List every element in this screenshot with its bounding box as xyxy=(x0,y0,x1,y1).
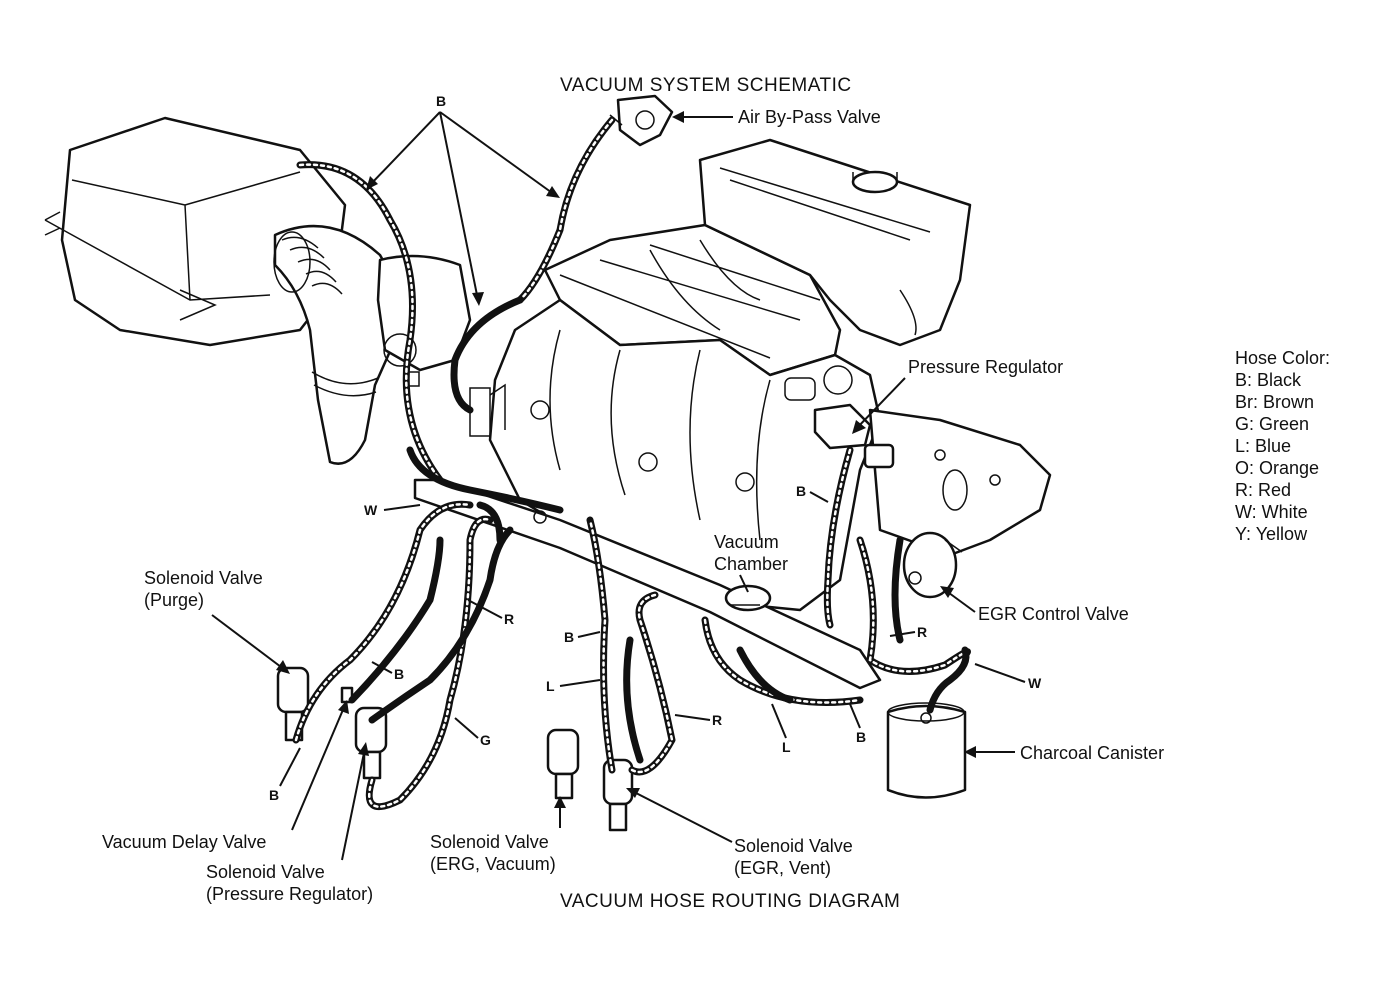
legend-item: G: Green xyxy=(1235,414,1309,434)
pressure-regulator-label: Pressure Regulator xyxy=(908,357,1063,377)
vacuum-chamber xyxy=(724,584,772,612)
vacuum-delay-valve-label: Vacuum Delay Valve xyxy=(102,832,266,852)
air-bypass-valve-label: Air By-Pass Valve xyxy=(738,107,881,127)
egr-control-valve-part xyxy=(902,531,963,599)
legend-item: R: Red xyxy=(1235,480,1291,500)
solenoid-pressure-label-line1: Solenoid Valve xyxy=(206,862,325,882)
egr-valve-body xyxy=(868,408,1052,557)
intake-plenum xyxy=(543,223,842,377)
egr-control-valve-label: EGR Control Valve xyxy=(978,604,1129,624)
hose-b-regulator-leader xyxy=(809,491,829,503)
air-bypass-arrow xyxy=(672,111,684,123)
hose-code-b-center: B xyxy=(564,629,574,645)
vacuum-hoses xyxy=(292,116,971,811)
schematic-title: VACUUM SYSTEM SCHEMATIC xyxy=(560,75,852,96)
vacuum-chamber-label-line1: Vacuum xyxy=(714,532,779,552)
hose-b-top-leader-3 xyxy=(439,111,556,196)
hose-code-l-center: L xyxy=(546,678,555,694)
hose-b-top-arrow-2 xyxy=(472,292,484,306)
hose-code-b-purge: B xyxy=(394,666,404,682)
hose-code-w-left: W xyxy=(364,502,378,518)
air-bypass-valve-part xyxy=(609,94,674,147)
hose-code-g-mid: G xyxy=(480,732,491,748)
hose-b-top-leader-2 xyxy=(439,111,479,301)
solenoid-egr-vent-arrow xyxy=(626,788,640,798)
solenoid-purge-part xyxy=(276,666,310,742)
solenoid-purge-leader xyxy=(211,614,286,671)
hose-code-l-right: L xyxy=(782,739,791,755)
solenoid-erg-label-line1: Solenoid Valve xyxy=(430,832,549,852)
pressure-regulator-leader xyxy=(854,377,906,431)
solenoid-pressure-label-line2: (Pressure Regulator) xyxy=(206,884,373,904)
hose-b-top-arrow-3 xyxy=(546,186,560,198)
solenoid-purge-label-line2: (Purge) xyxy=(144,590,204,610)
solenoid-erg-arrow xyxy=(554,796,566,808)
hose-w-left-leader xyxy=(383,504,421,511)
hose-g-mid-leader xyxy=(454,717,479,739)
hose-r-mid-leader xyxy=(467,599,503,619)
intake-duct xyxy=(273,224,407,465)
hose-b-purge-leader xyxy=(371,661,393,674)
pressure-regulator-arrow xyxy=(852,420,866,434)
solenoid-pressure-leader xyxy=(341,747,366,861)
legend-title: Hose Color: xyxy=(1235,348,1330,368)
legend-item: Br: Brown xyxy=(1235,392,1314,412)
hose-b-center-leader xyxy=(577,631,601,638)
hose-code-r-center: R xyxy=(712,712,722,728)
hose-code-b-lower-left: B xyxy=(269,787,279,803)
charcoal-canister-part xyxy=(886,702,967,799)
solenoid-egr-vent-label-line1: Solenoid Valve xyxy=(734,836,853,856)
hose-l-right-leader xyxy=(771,703,787,739)
vacuum-chamber-leader xyxy=(739,574,749,593)
hose-w-right-leader xyxy=(974,663,1026,683)
hose-code-b-regulator: B xyxy=(796,483,806,499)
hose-code-r-right: R xyxy=(917,624,927,640)
legend-item: O: Orange xyxy=(1235,458,1319,478)
legend-item: B: Black xyxy=(1235,370,1302,390)
legend-item: L: Blue xyxy=(1235,436,1291,456)
solenoid-erg-vacuum-part xyxy=(546,728,580,800)
hose-b-top-leader-1 xyxy=(369,111,441,186)
charcoal-canister-arrow xyxy=(964,746,976,758)
legend-item: W: White xyxy=(1235,502,1308,522)
hose-code-r-mid: R xyxy=(504,611,514,627)
hose-code-w-right: W xyxy=(1028,675,1042,691)
hose-b-right-leader xyxy=(849,703,861,729)
egr-control-arrow xyxy=(940,586,954,598)
vacuum-delay-leader xyxy=(291,704,346,831)
solenoid-egr-vent-part xyxy=(602,758,634,832)
routing-diagram-title: VACUUM HOSE ROUTING DIAGRAM xyxy=(560,891,900,912)
pressure-regulator-part xyxy=(813,403,895,469)
hose-color-legend: Hose Color: B: Black Br: Brown G: Green … xyxy=(1235,348,1330,544)
hose-code-b-right: B xyxy=(856,729,866,745)
solenoid-pressure-arrow xyxy=(358,742,369,756)
solenoid-purge-arrow xyxy=(276,660,290,674)
solenoid-egr-vent-leader xyxy=(629,789,733,843)
hose-l-center-leader xyxy=(559,679,601,687)
hose-r-right-leader xyxy=(889,631,916,637)
legend-item: Y: Yellow xyxy=(1235,524,1308,544)
solenoid-egr-vent-label-line2: (EGR, Vent) xyxy=(734,858,831,878)
solenoid-valves xyxy=(276,666,634,832)
air-cleaner-housing xyxy=(44,116,347,347)
vacuum-chamber-label-line2: Chamber xyxy=(714,554,788,574)
valve-cover xyxy=(698,138,972,347)
hose-b-lower-left-leader xyxy=(279,747,301,787)
hose-code-b-top: B xyxy=(436,93,446,109)
hose-r-center-leader xyxy=(674,714,711,721)
vacuum-delay-arrow xyxy=(338,700,349,714)
solenoid-purge-label-line1: Solenoid Valve xyxy=(144,568,263,588)
hose-b-top-arrow-1 xyxy=(366,176,378,190)
charcoal-canister-label: Charcoal Canister xyxy=(1020,743,1164,763)
solenoid-erg-label-line2: (ERG, Vacuum) xyxy=(430,854,556,874)
